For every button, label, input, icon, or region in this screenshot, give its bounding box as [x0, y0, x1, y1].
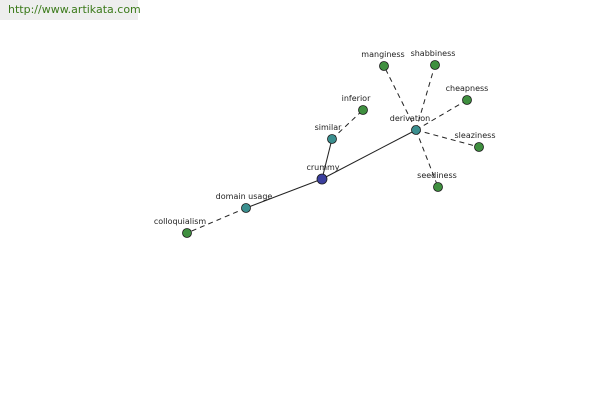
node-label-shabbiness: shabbiness [411, 49, 456, 58]
node-cheapness[interactable]: cheapness [446, 84, 489, 105]
node-label-cheapness: cheapness [446, 84, 489, 93]
node-manginess[interactable]: manginess [361, 50, 405, 71]
node-dot-derivation[interactable] [411, 125, 421, 135]
edge-derivation-shabbiness [415, 64, 436, 131]
node-label-seediness: seediness [417, 171, 457, 180]
node-dot-manginess[interactable] [379, 61, 389, 71]
node-dot-crummy[interactable] [316, 173, 328, 185]
node-label-similar: similar [315, 123, 343, 132]
node-crummy[interactable]: crummy [306, 163, 340, 185]
node-dot-sleaziness[interactable] [474, 142, 484, 152]
node-seediness[interactable]: seediness [417, 171, 457, 192]
watermark-text: http://www.artikata.com [8, 3, 141, 16]
node-label-domain_usage: domain usage [216, 192, 273, 201]
edge-crummy-domain_usage [245, 178, 323, 209]
edge-derivation-seediness [415, 129, 439, 188]
node-label-colloquialism: colloquialism [154, 217, 207, 226]
node-domain_usage[interactable]: domain usage [216, 192, 273, 213]
graph-edges [186, 64, 480, 234]
node-label-manginess: manginess [361, 50, 404, 59]
node-label-derivation: derivation [390, 114, 430, 123]
node-dot-cheapness[interactable] [462, 95, 472, 105]
node-derivation[interactable]: derivation [390, 114, 430, 135]
node-sleaziness[interactable]: sleaziness [455, 131, 496, 152]
node-colloquialism[interactable]: colloquialism [154, 217, 207, 238]
node-dot-shabbiness[interactable] [430, 60, 440, 70]
graph-nodes: crummy similar domain usage derivation infer… [154, 49, 496, 238]
node-label-crummy: crummy [306, 163, 339, 172]
node-label-inferior: inferior [342, 94, 371, 103]
edge-derivation-manginess [383, 65, 417, 131]
edge-crummy-similar [321, 138, 333, 180]
edge-domain_usage-colloquialism [186, 207, 247, 234]
edge-derivation-cheapness [415, 99, 468, 131]
node-similar[interactable]: similar [315, 123, 343, 144]
node-label-sleaziness: sleaziness [455, 131, 496, 140]
node-dot-domain_usage[interactable] [241, 203, 251, 213]
edge-derivation-sleaziness [415, 129, 480, 148]
node-inferior[interactable]: inferior [342, 94, 371, 115]
edge-crummy-derivation [321, 129, 417, 180]
node-shabbiness[interactable]: shabbiness [411, 49, 456, 70]
node-dot-inferior[interactable] [358, 105, 368, 115]
watermark-url: http://www.artikata.com [0, 0, 141, 20]
node-dot-similar[interactable] [327, 134, 337, 144]
node-dot-seediness[interactable] [433, 182, 443, 192]
edge-similar-inferior [331, 109, 364, 140]
node-dot-colloquialism[interactable] [182, 228, 192, 238]
